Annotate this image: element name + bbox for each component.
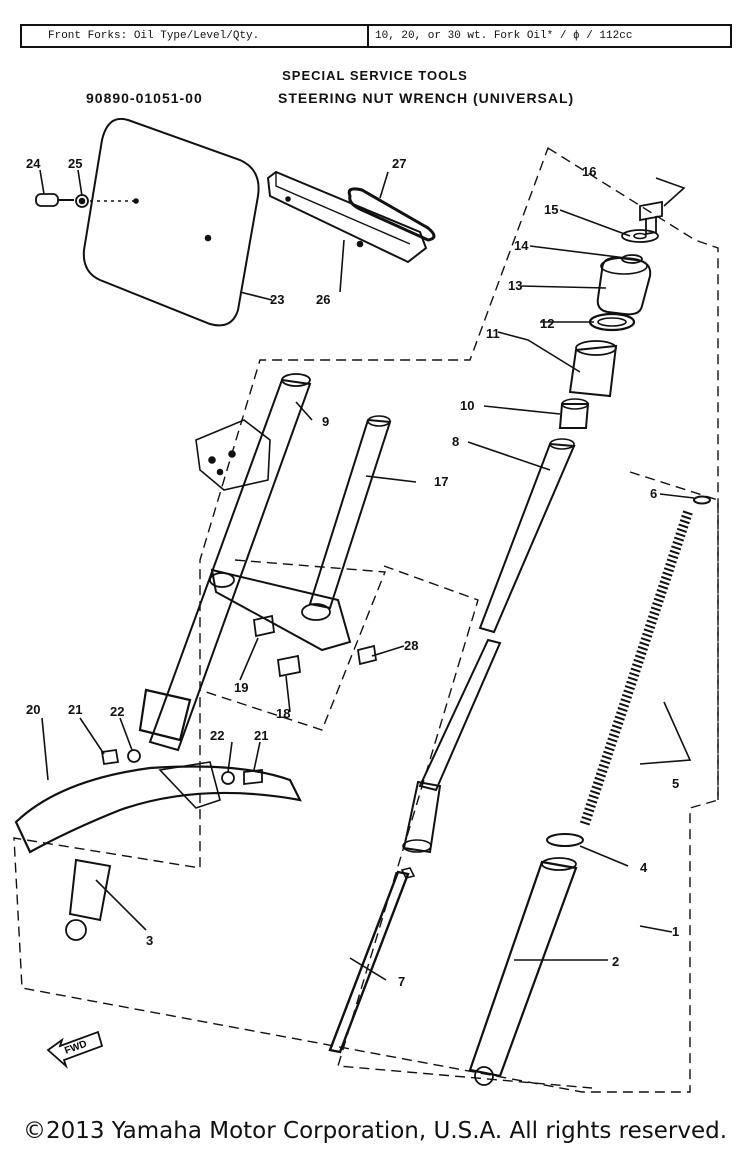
callout-24: 24 (26, 156, 41, 171)
callout-15: 15 (544, 202, 558, 217)
washer-22-right (221, 771, 235, 785)
number-plate (82, 118, 260, 327)
bolt-18 (277, 654, 301, 678)
callout-22-left: 22 (110, 704, 124, 719)
callout-2: 2 (612, 954, 619, 969)
bolt-28 (356, 644, 378, 666)
callout-12: 12 (540, 316, 554, 331)
steering-crown (210, 568, 352, 652)
callout-4: 4 (640, 860, 648, 875)
bolt-21-right (243, 768, 263, 786)
callout-14: 14 (514, 238, 529, 253)
callout-7: 7 (398, 974, 405, 989)
left-fork-9 (148, 378, 312, 752)
bolt-24 (35, 193, 59, 207)
callout-11: 11 (486, 326, 500, 341)
bolt-21-left (100, 748, 120, 766)
nut-19 (253, 614, 275, 638)
fork-slider-3 (68, 858, 112, 922)
callout-21-left: 21 (68, 702, 82, 717)
callout-1: 1 (672, 924, 679, 939)
callout-23: 23 (270, 292, 284, 307)
callout-10: 10 (460, 398, 474, 413)
assembly-outline (13, 146, 719, 1093)
bracket-outline (199, 559, 387, 731)
washer-22-left (127, 749, 141, 763)
clip-6 (693, 495, 711, 505)
callout-21-right: 21 (254, 728, 268, 743)
callout-25: 25 (68, 156, 82, 171)
steering-stem-17 (308, 418, 392, 610)
callout-5: 5 (672, 776, 679, 791)
inner-tube-8 (478, 442, 576, 634)
band-27 (347, 187, 436, 242)
guide-11 (568, 344, 618, 398)
callout-17: 17 (434, 474, 448, 489)
callout-18: 18 (276, 706, 290, 721)
fwd-arrow-icon: FWD (46, 1030, 104, 1069)
bushing-10 (558, 403, 590, 429)
callout-13: 13 (508, 278, 522, 293)
callout-28: 28 (404, 638, 418, 653)
washer-15 (621, 229, 659, 243)
callout-8: 8 (452, 434, 459, 449)
upper-bracket (195, 419, 271, 491)
inner-tube-outline (337, 565, 593, 1089)
callout-3: 3 (146, 933, 153, 948)
callout-9: 9 (322, 414, 329, 429)
spec-value: 10, 20, or 30 wt. Fork Oil* / ϕ / 112cc (375, 30, 633, 42)
cap-bolt-16 (639, 200, 663, 236)
damper-rod-7 (328, 870, 410, 1054)
copyright-notice: ©2013 Yamaha Motor Corporation, U.S.A. A… (22, 1118, 728, 1144)
front-fender-20 (14, 765, 302, 854)
cover-13 (596, 256, 652, 316)
callout-6: 6 (650, 486, 657, 501)
special-tools-heading: SPECIAL SERVICE TOOLS (282, 68, 468, 83)
spring-outline (629, 471, 719, 800)
oring-4 (546, 833, 584, 847)
spec-label: Front Forks: Oil Type/Level/Qty. (22, 26, 369, 46)
callout-16: 16 (582, 164, 596, 179)
tool-name: STEERING NUT WRENCH (UNIVERSAL) (278, 90, 575, 106)
outer-tube-2 (468, 860, 578, 1078)
seal-12 (588, 312, 636, 332)
callout-26: 26 (316, 292, 330, 307)
callout-20: 20 (26, 702, 40, 717)
callout-22-right: 22 (210, 728, 224, 743)
tool-part-number: 90890-01051-00 (86, 90, 203, 106)
callout-27: 27 (392, 156, 406, 171)
spec-table: Front Forks: Oil Type/Level/Qty. 10, 20,… (20, 24, 732, 48)
callout-19: 19 (234, 680, 248, 695)
